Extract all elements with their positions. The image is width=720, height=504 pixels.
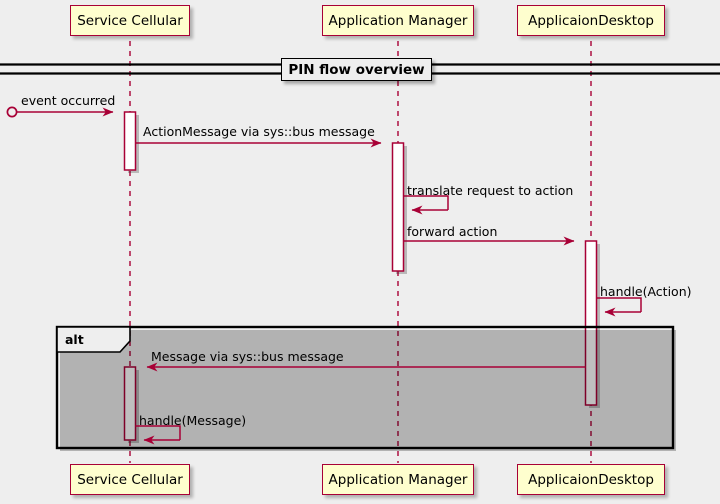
participant-label: Application Manager xyxy=(328,471,468,488)
activation-service-cellular-2 xyxy=(123,366,137,441)
arrow-handle-message xyxy=(135,425,181,445)
participant-foot-application-manager[interactable]: Application Manager xyxy=(322,464,474,495)
participant-head-service-cellular[interactable]: Service Cellular xyxy=(70,5,190,36)
participant-label: Application Manager xyxy=(328,12,468,29)
participant-head-applicaion-desktop[interactable]: ApplicaionDesktop xyxy=(517,5,665,36)
message-label-event-occurred: event occurred xyxy=(21,93,116,108)
participant-label: ApplicaionDesktop xyxy=(528,471,654,488)
arrow-event-occurred xyxy=(6,106,114,118)
participant-foot-applicaion-desktop[interactable]: ApplicaionDesktop xyxy=(517,464,665,495)
participant-label: ApplicaionDesktop xyxy=(528,12,654,29)
participant-label: Service Cellular xyxy=(77,471,183,488)
message-label-handle-message: handle(Message) xyxy=(139,413,247,428)
message-label-action-message: ActionMessage via sys::bus message xyxy=(143,124,375,139)
message-label-forward-action: forward action xyxy=(407,224,498,239)
message-label-handle-action: handle(Action) xyxy=(600,284,692,299)
alt-fragment-label-text: alt xyxy=(65,332,84,347)
divider-title-text: PIN flow overview xyxy=(288,61,425,78)
message-label-translate-request: translate request to action xyxy=(407,183,574,198)
divider-title: PIN flow overview xyxy=(281,58,432,81)
activation-application-manager-1 xyxy=(391,142,405,272)
activation-applicaion-desktop-1 xyxy=(584,240,598,406)
activation-service-cellular-1 xyxy=(123,111,137,171)
participant-head-application-manager[interactable]: Application Manager xyxy=(322,5,474,36)
arrow-handle-action xyxy=(596,297,642,317)
participant-foot-service-cellular[interactable]: Service Cellular xyxy=(70,464,190,495)
message-label-message-via-bus: Message via sys::bus message xyxy=(151,349,344,364)
alt-fragment-frame xyxy=(55,325,676,451)
alt-fragment-label: alt xyxy=(57,328,127,351)
participant-label: Service Cellular xyxy=(77,12,183,29)
arrow-translate-request xyxy=(403,195,449,215)
